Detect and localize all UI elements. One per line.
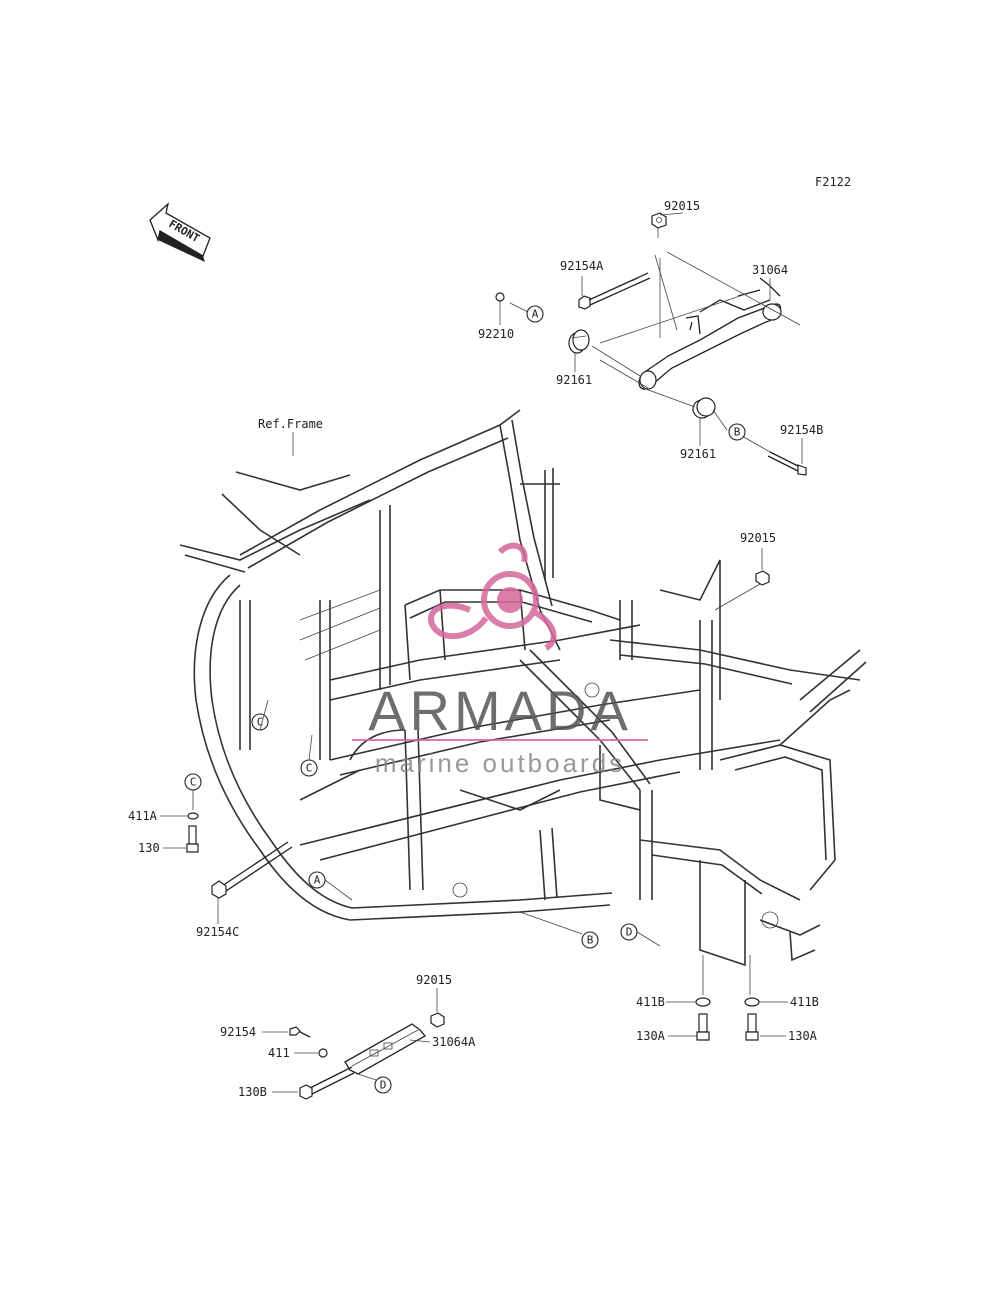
- washer-411B-right: [744, 997, 760, 1007]
- washer-411: [318, 1048, 328, 1058]
- label-411: 411: [268, 1046, 290, 1060]
- bolt-92154B: [767, 451, 807, 476]
- bolt-130A-right: [745, 1013, 759, 1041]
- bolt-130: [186, 825, 199, 853]
- callout-A-top-text: A: [532, 308, 539, 321]
- label-411A: 411A: [128, 809, 158, 823]
- label-92154C: 92154C: [196, 925, 239, 939]
- bolt-92154C: [211, 841, 293, 899]
- front-arrow-icon: FRONT: [149, 202, 211, 262]
- bushing-92161-left: [568, 329, 590, 354]
- label-92154B: 92154B: [780, 423, 823, 437]
- bolt-92154: [289, 1026, 311, 1038]
- label-92161-left: 92161: [556, 373, 592, 387]
- label-92210: 92210: [478, 327, 514, 341]
- callout-C-left-text: C: [190, 776, 197, 789]
- callout-D-frame-text: D: [626, 926, 633, 939]
- label-92015-mid: 92015: [740, 531, 776, 545]
- ref-frame-label: Ref.Frame: [258, 417, 323, 431]
- watermark-tagline: marine outboards: [375, 748, 625, 778]
- bolt-92154A: [578, 272, 651, 310]
- callout-A-frame-text: A: [314, 874, 321, 887]
- callout-C-frame-left-text: C: [257, 716, 264, 729]
- label-411B-right: 411B: [790, 995, 819, 1009]
- watermark: ARMADA marine outboards: [352, 542, 648, 778]
- upper-arm-assembly: [495, 212, 807, 476]
- label-130B: 130B: [238, 1085, 267, 1099]
- nut-92015-top: [651, 212, 667, 229]
- label-411B-left: 411B: [636, 995, 665, 1009]
- watermark-brand: ARMADA: [368, 679, 632, 742]
- bracket-31064A: [344, 1023, 426, 1075]
- callout-B-top-text: B: [734, 426, 741, 439]
- nut-92015-mid: [755, 570, 770, 586]
- washer-411A: [187, 812, 199, 820]
- washer-92210: [495, 292, 505, 302]
- label-31064: 31064: [752, 263, 788, 277]
- nut-92015-bottom: [430, 1012, 445, 1028]
- washer-411B-left: [695, 997, 711, 1007]
- label-92154: 92154: [220, 1025, 256, 1039]
- diagram-code: F2122: [815, 175, 851, 189]
- label-92161-right: 92161: [680, 447, 716, 461]
- callout-D-bottom-text: D: [380, 1079, 387, 1092]
- label-92015-bottom: 92015: [416, 973, 452, 987]
- label-130A-right: 130A: [788, 1029, 818, 1043]
- callout-A-top: [526, 305, 544, 323]
- label-130: 130: [138, 841, 160, 855]
- callout-C-frame-right-text: C: [306, 762, 313, 775]
- label-92015-top: 92015: [664, 199, 700, 213]
- label-92154A: 92154A: [560, 259, 604, 273]
- callout-B-frame-text: B: [587, 934, 594, 947]
- label-130A-left: 130A: [636, 1029, 666, 1043]
- callout-D-bottom: [374, 1076, 392, 1094]
- bushing-92161-right: [692, 397, 716, 419]
- bolt-130B: [299, 1066, 355, 1100]
- callout-B-top: [728, 423, 746, 441]
- callout-B-frame: [581, 931, 599, 949]
- bolt-130A-left: [696, 1013, 710, 1041]
- watermark-logo-icon: [428, 542, 557, 651]
- label-31064A: 31064A: [432, 1035, 476, 1049]
